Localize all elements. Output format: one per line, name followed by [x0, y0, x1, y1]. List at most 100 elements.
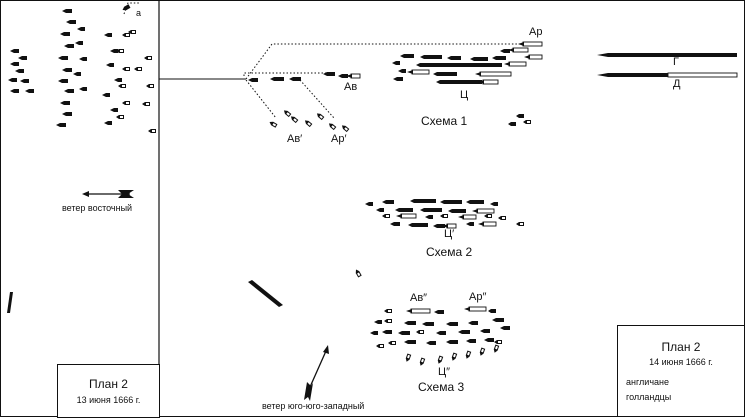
dutch-ship — [482, 79, 499, 85]
english-ship — [390, 222, 400, 226]
plan-title-left: План 2 — [89, 377, 128, 391]
dutch-ships — [346, 41, 738, 314]
small-ship — [382, 214, 390, 218]
small-ship — [142, 102, 150, 106]
dotted-guide-upper — [245, 43, 520, 80]
plan-date-right: 14 июня 1666 г. — [649, 357, 713, 367]
small-ship-deck — [293, 118, 297, 122]
dutch-ship-bow — [346, 74, 352, 78]
label-av-prime: Ав′ — [287, 133, 303, 145]
plan-box-june-13: План 2 13 июня 1666 г. — [57, 364, 160, 418]
label-c-dprime: Ц″ — [438, 366, 451, 378]
small-ship-deck — [146, 103, 149, 105]
small-ship — [508, 122, 516, 126]
small-ship — [148, 129, 156, 133]
small-ship-deck — [481, 348, 484, 353]
english-ship — [62, 68, 72, 72]
scheme-2-title: Схема 2 — [426, 245, 473, 259]
english-ship — [436, 331, 446, 335]
small-ship — [376, 344, 384, 348]
english-ship — [466, 222, 474, 226]
small-ship — [128, 30, 136, 34]
dutch-ship-bow — [504, 62, 510, 66]
small-ship — [388, 341, 396, 345]
small-ship-deck — [319, 115, 323, 119]
dutch-ship-bow — [524, 55, 530, 59]
dutch-ship-bow — [472, 209, 478, 213]
wind-arrows — [82, 190, 329, 401]
small-ship — [341, 125, 350, 133]
dutch-ship — [410, 308, 431, 314]
english-ship — [398, 331, 410, 335]
english-ship — [404, 321, 416, 325]
small-ship — [405, 353, 412, 362]
english-ship — [8, 78, 17, 82]
dutch-ship-bow — [458, 215, 464, 219]
english-ship — [440, 200, 462, 204]
small-ship-deck — [444, 215, 447, 217]
line-d-ship-solid — [597, 73, 668, 77]
label-c-prime: Ц′ — [444, 228, 455, 240]
small-ship-hull — [508, 122, 516, 126]
small-ship — [416, 330, 424, 334]
small-ship — [516, 114, 524, 118]
english-ship — [458, 330, 470, 334]
english-ship — [79, 87, 87, 91]
dutch-ship-bow — [478, 222, 484, 226]
small-ship-deck — [388, 320, 391, 322]
english-ship — [79, 57, 87, 61]
small-ship-deck — [148, 57, 151, 59]
small-ship — [122, 4, 131, 11]
dutch-ship — [411, 69, 430, 75]
dutch-ship-bow — [464, 307, 470, 311]
line-d-ship-hollow — [667, 72, 738, 78]
dutch-ship — [350, 73, 361, 79]
english-ship — [382, 330, 392, 334]
english-ship — [466, 200, 484, 204]
small-ship-deck — [120, 116, 123, 118]
small-ship-deck — [138, 68, 141, 70]
dotted-guide-lower — [243, 72, 335, 76]
english-ship — [490, 202, 498, 206]
small-ship-deck — [126, 102, 129, 104]
small-ship — [304, 120, 313, 128]
english-ship — [422, 322, 434, 326]
english-ship — [77, 27, 85, 31]
english-ship — [470, 57, 488, 61]
small-ship-deck — [331, 125, 335, 129]
small-ship — [144, 56, 152, 60]
english-ships — [7, 9, 737, 345]
english-ship — [66, 20, 76, 24]
english-ship — [420, 208, 442, 212]
english-ship — [10, 62, 19, 66]
english-ship — [114, 78, 122, 82]
plan-box-june-14: План 2 14 июня 1666 г. англичане голланд… — [617, 325, 745, 417]
small-ship — [419, 357, 426, 366]
small-ship — [122, 67, 130, 71]
small-ship — [516, 222, 524, 226]
label-ar-dprime: Ар″ — [469, 291, 487, 303]
english-ship — [468, 321, 478, 325]
english-ship — [62, 112, 72, 116]
small-ship-deck — [272, 123, 277, 127]
small-ship — [479, 347, 486, 356]
label-c: Ц — [460, 89, 469, 101]
wind-ssw-label: ветер юго-юго-западный — [262, 401, 365, 411]
english-ship — [410, 199, 436, 203]
small-ship — [465, 350, 472, 359]
small-ship-deck — [488, 215, 491, 217]
english-ship — [25, 89, 34, 93]
dotted-guide-av-prime — [245, 79, 277, 119]
small-ship-deck — [498, 341, 501, 343]
dotted-guide-ar-prime — [299, 79, 335, 119]
dutch-ship — [528, 54, 543, 60]
plan-title-right: План 2 — [661, 340, 701, 354]
english-ship — [426, 341, 436, 345]
english-ship — [408, 223, 428, 227]
english-ship-diagonal — [248, 280, 283, 307]
english-ship — [433, 72, 457, 76]
english-ship — [56, 123, 66, 127]
english-ship — [398, 69, 406, 73]
english-ship — [374, 320, 382, 324]
